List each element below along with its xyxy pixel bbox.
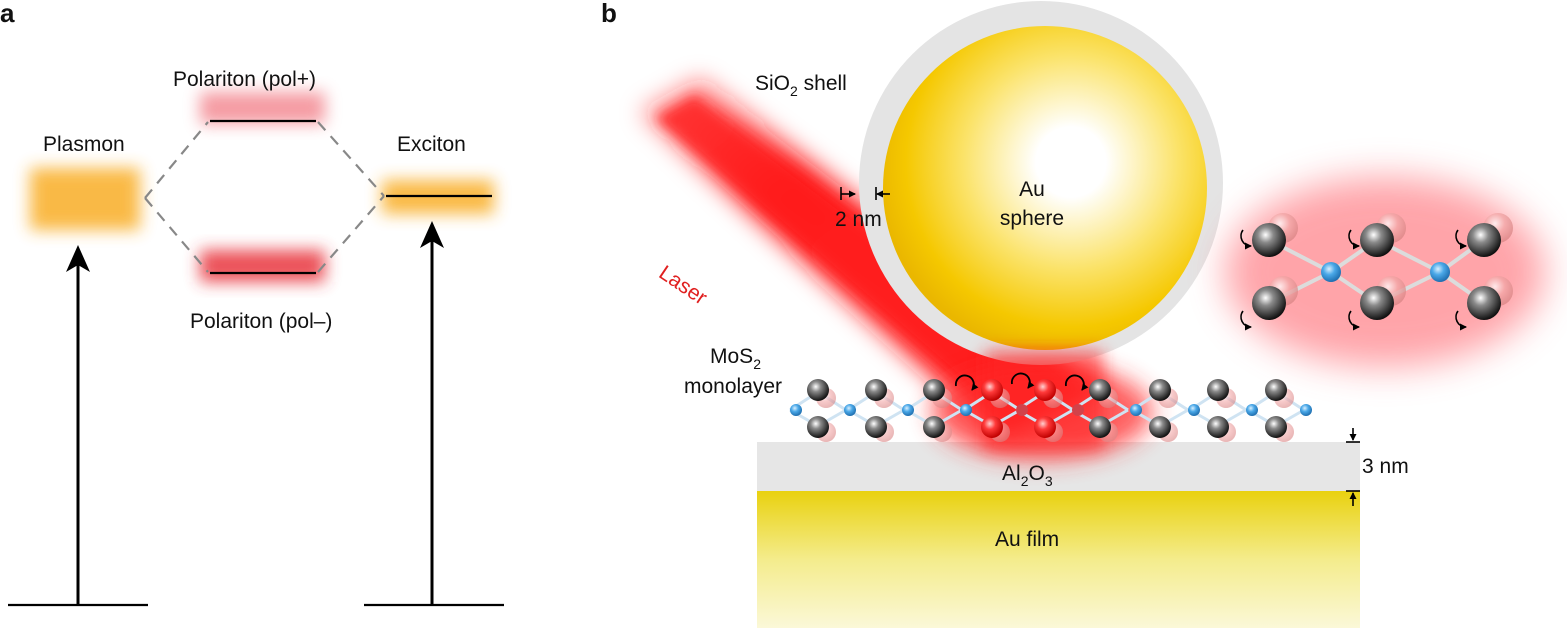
- au-sphere: [883, 26, 1207, 350]
- inset-rotation-arrow: [1348, 310, 1360, 331]
- plasmon-glow: [30, 168, 140, 230]
- inset-mo-atom: [1430, 262, 1450, 282]
- pol-minus-label: Polariton (pol–): [190, 310, 333, 333]
- al2o3-label: Al2O3: [1002, 462, 1053, 489]
- panel-b-letter: b: [601, 0, 617, 28]
- pol-plus-label: Polariton (pol+): [173, 68, 316, 91]
- inset-s-atom: [1360, 286, 1394, 320]
- s-atom: [1034, 379, 1056, 401]
- s-atom: [923, 416, 945, 438]
- vibration-arrow: [1065, 374, 1089, 391]
- coupling-dashed-lines: [144, 121, 385, 273]
- pol-minus-glow: [200, 250, 325, 282]
- mo-atom: [1188, 404, 1200, 416]
- inset-glow: [1225, 177, 1545, 367]
- pol-plus-glow: [200, 92, 325, 124]
- inset-s-atom: [1360, 223, 1394, 257]
- mo-atom: [1246, 404, 1258, 416]
- s-atom: [865, 379, 887, 401]
- inset-s-atom: [1467, 286, 1501, 320]
- s-atom: [1265, 416, 1287, 438]
- vibration-arrow: [1011, 372, 1035, 389]
- s-atom: [807, 379, 829, 401]
- sio2-shell-label: SiO2 shell: [755, 72, 847, 99]
- mo-atom: [790, 404, 802, 416]
- gap-marker: [840, 187, 890, 200]
- inset-mos2-unit: [1240, 213, 1513, 331]
- s-atom: [807, 416, 829, 438]
- s-atom: [981, 379, 1003, 401]
- s-atom: [1149, 416, 1171, 438]
- s-atom: [1207, 379, 1229, 401]
- inset-rotation-arrow: [1240, 310, 1252, 331]
- exciton-label: Exciton: [397, 133, 466, 156]
- spacer-label: 3 nm: [1362, 455, 1409, 478]
- inset-s-atom: [1467, 223, 1501, 257]
- mo-atom: [1300, 404, 1312, 416]
- mo-atom: [960, 404, 972, 416]
- s-atom: [1089, 379, 1111, 401]
- mo-atom: [902, 404, 914, 416]
- mo-atom: [1130, 404, 1142, 416]
- mos2-monolayer: [789, 372, 1312, 442]
- plasmon-label: Plasmon: [43, 133, 125, 156]
- mo-atom: [844, 404, 856, 416]
- exciton-arrow-head: [420, 221, 444, 248]
- s-atom: [981, 416, 1003, 438]
- mos2-label: MoS2: [710, 345, 761, 372]
- inset-rotation-arrow: [1348, 229, 1360, 250]
- inset-mo-atom: [1321, 262, 1341, 282]
- inset-rotation-arrow: [1240, 229, 1252, 250]
- spacer-marker: [1346, 428, 1360, 506]
- monolayer-label: monolayer: [684, 375, 783, 398]
- s-atom: [1265, 379, 1287, 401]
- inset-rotation-arrow: [1455, 310, 1467, 331]
- inset-s-atom: [1252, 286, 1286, 320]
- s-atom: [1149, 379, 1171, 401]
- inset-s-atom: [1252, 223, 1286, 257]
- s-atom: [923, 379, 945, 401]
- mo-atom: [1072, 404, 1084, 416]
- s-atom: [865, 416, 887, 438]
- au-film: [757, 491, 1360, 628]
- s-atom: [1034, 416, 1056, 438]
- s-atom: [1089, 416, 1111, 438]
- inset-rotation-arrow: [1455, 229, 1467, 250]
- panel-a-letter: a: [0, 0, 15, 28]
- s-atom: [1207, 416, 1229, 438]
- gap-label: 2 nm: [835, 208, 882, 231]
- plasmon-arrow-head: [66, 245, 90, 272]
- vibration-arrow: [955, 374, 979, 391]
- panel-a: [8, 92, 504, 607]
- au-film-label: Au film: [995, 528, 1060, 551]
- mo-atom: [1016, 404, 1028, 416]
- panel-b: [640, 1, 1545, 628]
